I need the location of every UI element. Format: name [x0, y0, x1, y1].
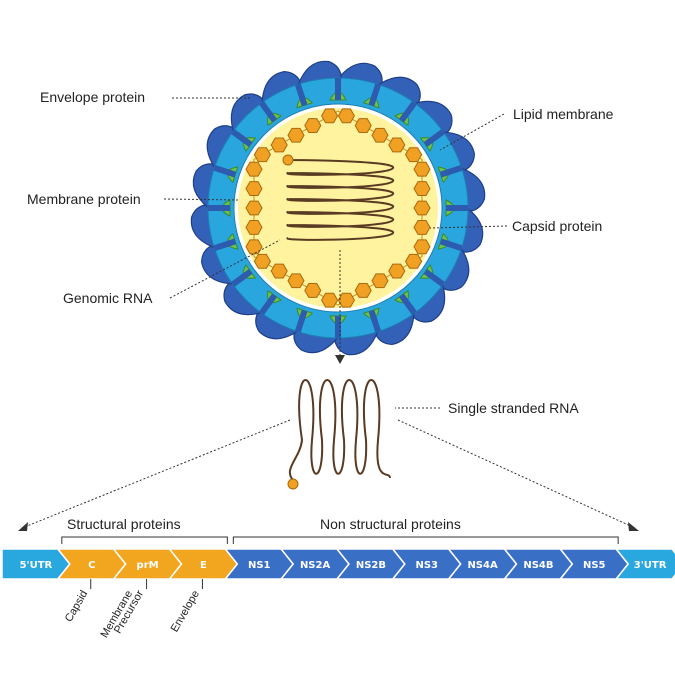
- capsid-protein-unit: [413, 181, 431, 197]
- capsid-protein-unit: [245, 181, 263, 197]
- arrowhead-right: [628, 522, 639, 531]
- genome-segment-label: NS2B: [356, 560, 386, 571]
- capsid-protein-unit: [354, 118, 372, 133]
- capsid-protein-unit: [413, 200, 431, 216]
- leader-genome-right: [397, 419, 636, 529]
- capsid-protein-unit: [371, 273, 389, 289]
- capsid-protein-unit: [413, 161, 431, 177]
- capsid-protein-unit: [304, 283, 322, 298]
- membrane-protein: [231, 129, 257, 152]
- leader-capsid-protein: [429, 225, 508, 229]
- capsid-protein-unit: [270, 263, 288, 279]
- genome-segment-label: prM: [137, 560, 159, 571]
- capsid-protein-unit: [270, 137, 288, 153]
- structural-bracket: [61, 536, 228, 544]
- capsid-protein-unit: [245, 239, 263, 255]
- membrane-protein: [329, 315, 347, 338]
- capsid-protein-unit: [321, 108, 339, 124]
- membrane-protein: [394, 101, 417, 127]
- membrane-protein: [362, 83, 382, 109]
- capsid-protein-unit: [245, 219, 263, 235]
- label-single-stranded-rna: Single stranded RNA: [448, 400, 579, 416]
- capsid-protein-unit: [337, 292, 355, 308]
- sublabel-capsid-text: Capsid: [63, 589, 91, 625]
- single-stranded-rna-coil: [287, 379, 391, 490]
- leader-membrane-protein: [163, 198, 241, 201]
- label-genomic-rna: Genomic RNA: [63, 290, 153, 306]
- genome-segment-label: C: [88, 560, 95, 571]
- capsid-protein-unit: [388, 263, 406, 279]
- membrane-protein: [213, 232, 239, 252]
- membrane-protein: [231, 264, 257, 287]
- virion-illustration: [190, 60, 486, 356]
- leader-genomic-rna: [169, 239, 281, 299]
- capsid-protein-unit: [253, 253, 271, 269]
- membrane-protein: [259, 101, 282, 127]
- membrane-protein: [259, 289, 282, 315]
- genome-segment-label: NS1: [248, 560, 271, 571]
- capsid-protein-unit: [371, 127, 389, 143]
- genome-segment-label: NS3: [415, 560, 438, 571]
- leader-lipid-membrane: [439, 113, 505, 151]
- genomic-rna-end: [282, 154, 294, 166]
- capsid-protein-unit: [413, 239, 431, 255]
- non-structural-proteins-label: Non structural proteins: [320, 516, 461, 532]
- capsid-protein-unit: [253, 147, 271, 163]
- membrane-protein: [329, 78, 347, 101]
- genome-segment-label: NS2A: [300, 560, 331, 571]
- membrane-protein: [419, 264, 445, 287]
- genome-segment-shape: [614, 548, 675, 580]
- membrane-protein: [294, 307, 314, 333]
- capsid-protein-unit: [304, 118, 322, 133]
- leader-genome-left: [21, 419, 291, 529]
- membrane-protein: [294, 83, 314, 109]
- genome-segment-label: 5'UTR: [20, 560, 53, 571]
- membrane-protein: [419, 129, 445, 152]
- sublabel-envelope-text: Envelope: [169, 589, 202, 635]
- genome-segment-label: NS5: [583, 560, 606, 571]
- capsid-protein-unit: [388, 137, 406, 153]
- membrane-protein: [437, 232, 463, 252]
- genome-segment: 5'UTR: [1, 548, 71, 580]
- genome-segment-label: NS4B: [523, 560, 553, 571]
- membrane-protein: [437, 164, 463, 184]
- ssrna-helix: [288, 379, 391, 484]
- genome-segment-label: NS4A: [467, 560, 498, 571]
- genomic-rna-coil: [286, 159, 395, 241]
- membrane-protein: [445, 199, 468, 217]
- capsid-protein-unit: [413, 219, 431, 235]
- arrowhead-left: [18, 522, 28, 531]
- structural-proteins-label: Structural proteins: [67, 516, 181, 532]
- arrowhead-down: [335, 355, 345, 364]
- lipid-membrane-inner-edge: [233, 103, 443, 313]
- label-membrane-protein: Membrane protein: [27, 191, 141, 207]
- capsid-protein-unit: [287, 127, 305, 143]
- capsid-protein-unit: [245, 161, 263, 177]
- label-capsid-protein: Capsid protein: [512, 218, 603, 234]
- label-lipid-membrane: Lipid membrane: [513, 106, 614, 122]
- membrane-protein: [362, 307, 382, 333]
- genome-segment: 3'UTR: [614, 548, 675, 580]
- leader-lines: [18, 97, 639, 531]
- capsid-protein-unit: [245, 200, 263, 216]
- membrane-protein: [394, 289, 417, 315]
- genome-segment-label: E: [200, 560, 207, 571]
- membrane-protein: [213, 164, 239, 184]
- capsid-protein-unit: [405, 253, 423, 269]
- label-envelope-protein: Envelope protein: [40, 89, 146, 105]
- capsid-protein-unit: [287, 273, 305, 289]
- capsid-protein-unit: [337, 108, 355, 124]
- genome-segment-label: 3'UTR: [634, 560, 667, 571]
- ssrna-end: [287, 478, 299, 490]
- capsid-protein-unit: [321, 292, 339, 308]
- capsid-protein-unit: [405, 147, 423, 163]
- non-structural-bracket: [232, 536, 619, 544]
- capsid-protein-unit: [354, 283, 372, 298]
